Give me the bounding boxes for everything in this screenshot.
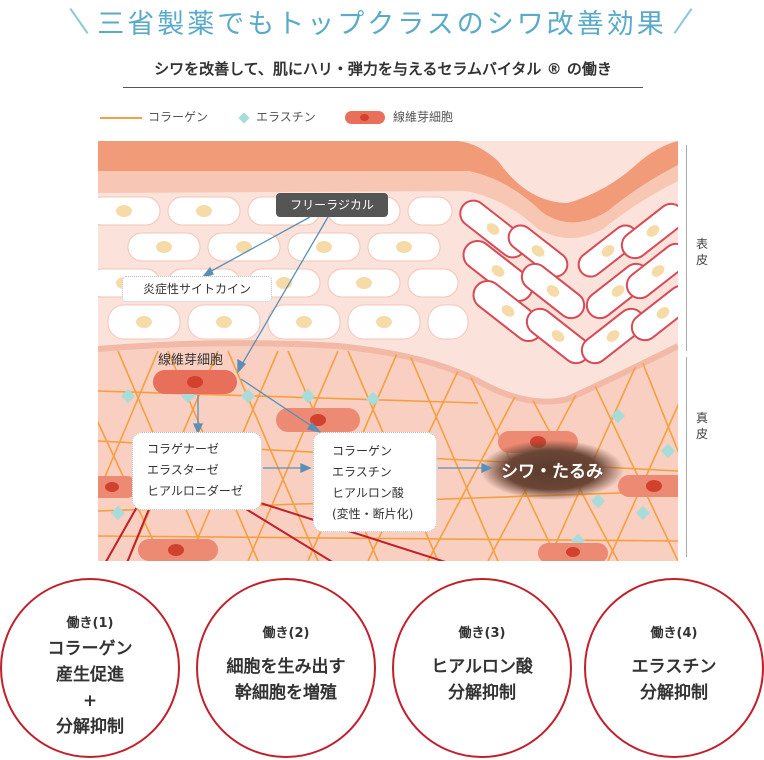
legend-elastin-label: エラスチン [256,110,316,124]
epidermis-label: 表 皮 [696,236,710,268]
components-box: コラーゲン エラスチン ヒアルロン酸 (変性・断片化) [313,432,437,532]
enzyme-elastase: エラスターゼ [147,463,219,477]
epidermis-char-2: 皮 [696,253,709,267]
collagen-line-icon [100,116,142,119]
action-4-label: 働き(4) [650,626,698,641]
flow-arrows [192,216,493,474]
action-3-label: 働き(3) [458,626,506,641]
action-2-label: 働き(2) [262,626,310,641]
action-4-line-1: エラスチン [631,657,717,677]
dermis-bracket [680,357,687,557]
component-note: (変性・断片化) [332,507,414,521]
header: 三省製薬でもトップクラスのシワ改善効果 [0,0,764,44]
action-circle-4: 働き(4) エラスチン 分解抑制 [584,578,764,758]
elastin-diamond-icon [238,111,250,124]
enzyme-hyaluronidase: ヒアルロニダーゼ [147,484,243,498]
legend-elastin: エラスチン [238,108,316,125]
wrinkle-label: シワ・たるみ [501,462,603,482]
component-elastin: エラスチン [332,465,392,479]
action-circle-1: 働き(1) コラーゲン 産生促進 + 分解抑制 [0,578,180,758]
action-3-line-1: ヒアルロン酸 [431,657,533,677]
free-radical-label: フリーラジカル [290,198,374,212]
enzyme-collagenase: コラゲナーゼ [147,442,220,456]
page-title: 三省製薬でもトップクラスのシワ改善効果 [97,9,667,40]
fibroblast-label: 線維芽細胞 [158,353,224,368]
action-1-line-4: 分解抑制 [56,717,124,737]
component-hyaluronic-acid: ヒアルロン酸 [332,486,404,500]
action-3-line-2: 分解抑制 [448,683,516,703]
action-1-line-3: + [82,691,98,711]
enzymes-box: コラゲナーゼ エラスターゼ ヒアルロニダーゼ [132,432,262,510]
cytokine-box: 炎症性サイトカイン [122,276,272,302]
cytokine-label: 炎症性サイトカイン [142,282,251,296]
dermis-char-1: 真 [696,411,709,425]
action-4-line-2: 分解抑制 [640,683,708,703]
dermis-char-2: 皮 [696,427,709,441]
action-1-label: 働き(1) [66,616,114,631]
action-2-line-1: 細胞を生み出す [226,657,346,677]
action-1-line-2: 産生促進 [56,665,124,685]
legend-collagen: コラーゲン [100,108,208,125]
legend-fibroblast-label: 線維芽細胞 [393,110,454,124]
action-2-line-2: 幹細胞を増殖 [235,683,337,703]
legend-fibroblast: 線維芽細胞 [345,108,453,125]
action-circle-2: 働き(2) 細胞を生み出す 幹細胞を増殖 [196,578,376,758]
epidermis-char-1: 表 [696,237,709,251]
dermis-label: 真 皮 [696,410,710,442]
free-radical-box [276,193,388,217]
fibroblast-cell-icon [345,111,385,124]
wrinkle-cells [459,199,678,365]
legend-collagen-label: コラーゲン [148,110,209,124]
wrinkle-blob [480,440,624,500]
page-subtitle: シワを改善して、肌にハリ・弾力を与えるセラムバイタル ® の働き [123,58,643,88]
action-circle-3: 働き(3) ヒアルロン酸 分解抑制 [392,578,572,758]
epidermis-bracket [680,145,687,351]
component-collagen: コラーゲン [332,444,393,458]
action-1-line-1: コラーゲン [47,639,133,659]
